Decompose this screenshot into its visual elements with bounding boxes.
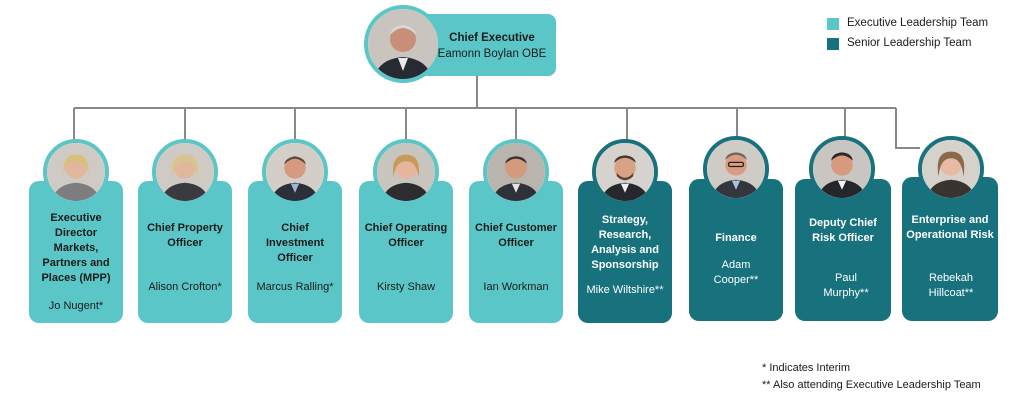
footnote-interim: * Indicates Interim: [762, 362, 851, 374]
portrait-photo-icon: [918, 136, 984, 202]
portrait-photo-icon: [373, 139, 439, 205]
legend-label-elt: Executive Leadership Team: [847, 17, 989, 29]
member-role: Chief Customer Officer: [475, 222, 557, 249]
portrait-photo-icon: [703, 136, 769, 202]
member-name: Jo Nugent*: [48, 300, 104, 312]
member-name: Kirsty Shaw: [376, 281, 436, 293]
member-role: Chief Property Officer: [147, 222, 223, 249]
legend-swatch-slt: [827, 38, 839, 50]
member-role: Deputy Chief Risk Officer: [809, 217, 877, 244]
portrait-photo-icon: [809, 136, 875, 202]
portrait-photo-icon: [152, 139, 218, 205]
member-card: Finance Adam Cooper**: [689, 179, 783, 321]
member-card: Chief Property Officer Alison Crofton*: [138, 181, 232, 323]
member-role: Strategy, Research, Analysis and Sponsor…: [591, 214, 659, 271]
chief-executive-name: Eamonn Boylan OBE: [437, 48, 547, 60]
member-role: Chief Operating Officer: [364, 222, 448, 249]
chief-executive-text: Chief Executive Eamonn Boylan OBE: [436, 30, 548, 62]
member-name: Alison Crofton*: [148, 281, 222, 293]
chief-executive-title: Chief Executive: [449, 32, 535, 44]
legend-swatch-elt: [827, 18, 839, 30]
portrait-photo-icon: [364, 5, 442, 83]
member-role: Finance: [715, 232, 757, 244]
member-role: Executive Director Markets, Partners and…: [41, 212, 111, 284]
member-name: Ian Workman: [483, 281, 549, 293]
member-name: Marcus Ralling*: [256, 281, 334, 293]
portrait-photo-icon: [592, 139, 658, 205]
member-name: Rebekah Hillcoat**: [928, 272, 974, 299]
member-name: Mike Wiltshire**: [586, 284, 664, 296]
portrait-photo-icon: [43, 139, 109, 205]
member-card: Deputy Chief Risk Officer Paul Murphy**: [795, 179, 891, 321]
portrait-photo-icon: [483, 139, 549, 205]
member-role: Enterprise and Operational Risk: [906, 214, 994, 241]
footnote-also-attending: ** Also attending Executive Leadership T…: [762, 379, 981, 391]
member-name: Paul Murphy**: [823, 272, 869, 299]
member-name: Adam Cooper**: [713, 259, 759, 286]
member-role: Chief Investment Officer: [265, 222, 325, 264]
portrait-photo-icon: [262, 139, 328, 205]
legend-label-slt: Senior Leadership Team: [847, 37, 972, 49]
